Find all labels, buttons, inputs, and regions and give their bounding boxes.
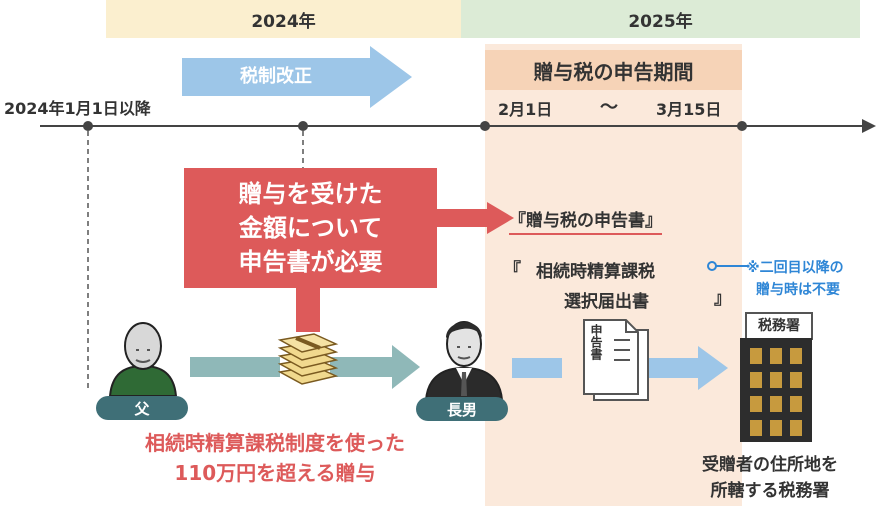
son-person-icon xyxy=(424,321,504,400)
tax-office-caption-line-1: 受贈者の住所地を xyxy=(702,455,838,475)
tax-office-sign: 税務署 xyxy=(745,312,813,340)
document-icon xyxy=(583,319,649,401)
period-start-date: 2月1日 xyxy=(498,100,553,119)
year-2025-label: 2025年 xyxy=(628,11,693,32)
red-box-line-3: 申告書が必要 xyxy=(238,248,383,276)
year-band-2024: 2024年 xyxy=(106,0,461,38)
red-arrows xyxy=(296,202,514,332)
tax-office-caption: 受贈者の住所地を 所轄する税務署 xyxy=(670,452,870,504)
filing-period-area xyxy=(485,44,742,506)
period-end-date: 3月15日 xyxy=(656,100,722,119)
father-person-icon xyxy=(108,322,178,396)
red-box-line-1: 贈与を受けた xyxy=(238,180,383,208)
note-line-1: ※二回目以降の xyxy=(746,260,844,276)
note-connector xyxy=(707,261,748,271)
son-label: 長男 xyxy=(416,397,508,421)
submit-flow-arrow xyxy=(512,346,728,390)
gift-caption-line-1: 相続時精算課税制度を使った xyxy=(145,431,405,455)
form2-close-bracket: 』 xyxy=(714,289,731,309)
start-date-label: 2024年1月1日以降 xyxy=(4,99,151,118)
period-tilde: 〜 xyxy=(600,97,618,118)
gift-caption: 相続時精算課税制度を使った 110万円を超える贈与 xyxy=(60,428,490,488)
form2-line-1: 相続時精算課税 xyxy=(536,262,655,282)
form2-open-bracket: 『 xyxy=(504,260,521,280)
year-2024-label: 2024年 xyxy=(251,11,316,32)
gift-tax-return-form: 『贈与税の申告書』 xyxy=(509,206,662,235)
tax-office-building-icon xyxy=(740,338,812,442)
tax-reform-arrow xyxy=(182,46,412,108)
document-label: 申告書 xyxy=(585,324,603,360)
declaration-required-box: 贈与を受けた 金額について 申告書が必要 xyxy=(184,168,437,288)
filing-period-title: 贈与税の申告期間 xyxy=(485,50,742,90)
red-box-line-2: 金額について xyxy=(238,214,383,242)
note-line-2: 贈与時は不要 xyxy=(756,282,840,298)
father-label: 父 xyxy=(96,396,188,420)
tax-office-caption-line-2: 所轄する税務署 xyxy=(710,481,830,501)
gift-caption-line-2: 110万円を超える贈与 xyxy=(174,461,376,485)
money-bundle-icon xyxy=(277,333,339,385)
document-label-text: 申告書 xyxy=(589,324,603,360)
form2-line-2: 選択届出書 xyxy=(564,292,649,312)
year-band-2025: 2025年 xyxy=(461,0,860,38)
gift-flow-arrow xyxy=(190,345,420,389)
tax-reform-label: 税制改正 xyxy=(240,66,312,87)
